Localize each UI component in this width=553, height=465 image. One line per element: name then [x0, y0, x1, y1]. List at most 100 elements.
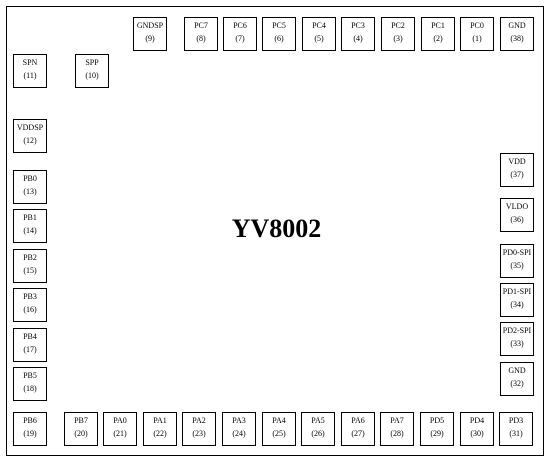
pin-name: GND: [508, 21, 526, 30]
pin-gnd-38: GND (38): [500, 17, 534, 51]
pin-number: (9): [145, 34, 155, 43]
pin-number: (27): [351, 429, 365, 438]
chip-title: YV8002: [231, 214, 322, 243]
pin-number: (21): [113, 429, 127, 438]
pin-pc2: PC2(3): [381, 17, 415, 51]
pin-pa5: PA5(26): [301, 412, 335, 446]
pin-pb4: PB4 (17): [13, 328, 47, 362]
pin-number: (19): [23, 429, 37, 438]
pin-name: PB4: [23, 332, 37, 341]
chip-outline: [6, 6, 544, 456]
pin-number: (28): [390, 429, 404, 438]
pin-number: (12): [23, 136, 37, 145]
pin-pa6: PA6 (27): [341, 412, 375, 446]
pin-name: PB1: [23, 213, 37, 222]
pin-name: PA6: [351, 416, 365, 425]
pin-name: SPN: [22, 58, 38, 67]
pin-pc0: PC0(1): [460, 17, 494, 51]
pin-pd1-spi: PD1-SPI(34): [500, 283, 534, 317]
pin-spn: SPN (11): [13, 54, 47, 88]
pin-pc1: PC1(2): [421, 17, 455, 51]
pin-number: (15): [23, 266, 37, 275]
pin-vdd: VDD (37): [500, 153, 534, 187]
pin-number: (36): [510, 215, 524, 224]
pin-pd0-spi: PD0-SPI(35): [500, 244, 534, 278]
pin-name: PC7: [194, 21, 208, 30]
pin-name: PA1: [153, 416, 167, 425]
pin-pc3: PC3(4): [341, 17, 375, 51]
pin-name: PD2-SPI: [502, 326, 532, 335]
pin-name: PA4: [272, 416, 286, 425]
pin-name: PB2: [23, 253, 37, 262]
pin-number: (25): [272, 429, 286, 438]
pin-name: PB7: [74, 416, 88, 425]
pin-name: PB6: [23, 416, 37, 425]
pin-name: PA2: [192, 416, 206, 425]
pin-name: VLDO: [505, 202, 529, 211]
pin-pb7: PB7 (20): [64, 412, 98, 446]
pin-name: PB3: [23, 292, 37, 301]
pin-name: PC3: [351, 21, 365, 30]
pin-number: (22): [153, 429, 167, 438]
pin-number: (17): [23, 345, 37, 354]
pin-name: PD3: [508, 416, 524, 425]
pin-name: PC5: [272, 21, 286, 30]
pin-number: (18): [23, 384, 37, 393]
pin-pa7: PA7 (28): [380, 412, 414, 446]
pin-pb6: PB6 (19): [13, 412, 47, 446]
pin-name: VDDSP: [16, 123, 44, 132]
pin-vddsp: VDDSP (12): [13, 119, 47, 153]
pin-name: PC6: [233, 21, 247, 30]
pin-number: (26): [311, 429, 325, 438]
pin-name: GNDSP: [136, 21, 164, 30]
pin-pa2: PA2 (23): [182, 412, 216, 446]
pin-number: (1): [472, 34, 482, 43]
pin-pd4: PD4 (30): [460, 412, 494, 446]
pin-name: PD4: [469, 416, 485, 425]
pin-name: PA7: [390, 416, 404, 425]
pin-number: (8): [196, 34, 206, 43]
pin-name: PC0: [470, 21, 484, 30]
pin-number: (5): [314, 34, 324, 43]
pin-number: (20): [74, 429, 88, 438]
pin-name: VDD: [508, 157, 526, 166]
pin-number: (32): [510, 379, 524, 388]
pin-gnd-32: GND(32): [500, 362, 534, 396]
pin-gndsp: GNDSP (9): [133, 17, 167, 51]
pin-number: (30): [470, 429, 484, 438]
pin-number: (11): [23, 71, 37, 80]
pin-pc6: PC6(7): [223, 17, 257, 51]
pin-name: PC2: [391, 21, 405, 30]
pin-pb5: PB5 (18): [13, 367, 47, 401]
pin-pc4: PC4(5): [302, 17, 336, 51]
pin-number: (23): [192, 429, 206, 438]
pin-pb0: PB0(13): [13, 170, 47, 204]
pin-pa0: PA0 (21): [103, 412, 137, 446]
pin-number: (33): [510, 339, 524, 348]
pin-pa4: PA4 (25): [262, 412, 296, 446]
pin-name: PD5: [429, 416, 445, 425]
pin-name: PB5: [23, 371, 37, 380]
pin-number: (38): [510, 34, 524, 43]
pin-number: (7): [235, 34, 245, 43]
pin-pb3: PB3(16): [13, 288, 47, 322]
pin-number: (24): [232, 429, 246, 438]
pin-number: (14): [23, 226, 37, 235]
pin-pb2: PB2 (15): [13, 249, 47, 283]
pin-number: (6): [274, 34, 284, 43]
pin-vldo: VLDO (36): [500, 198, 534, 232]
pin-pa3: PA3(24): [222, 412, 256, 446]
pin-pd3: PD3 (31): [499, 412, 533, 446]
pin-number: (10): [85, 71, 99, 80]
pin-number: (37): [510, 170, 524, 179]
pin-name: PD1-SPI: [502, 287, 532, 296]
pin-number: (3): [393, 34, 403, 43]
pin-name: PA0: [113, 416, 127, 425]
pin-name: SPP: [85, 58, 99, 67]
pin-number: (29): [430, 429, 444, 438]
pin-number: (13): [23, 187, 37, 196]
pin-number: (31): [509, 429, 523, 438]
pin-pb1: PB1 (14): [13, 209, 47, 243]
pin-spp: SPP (10): [75, 54, 109, 88]
